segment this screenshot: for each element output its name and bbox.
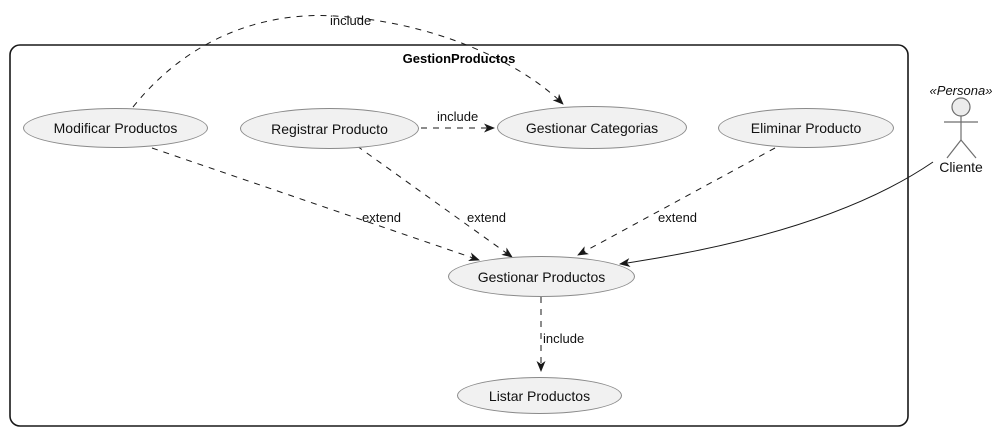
edge-include-modificar-to-categorias	[132, 15, 564, 108]
usecase-label: Registrar Producto	[271, 120, 388, 137]
actor-right-leg	[960, 139, 977, 159]
frame-title: GestionProductos	[402, 51, 516, 66]
usecase-label: Listar Productos	[488, 387, 591, 404]
edge-label-include-listar: include	[543, 331, 585, 346]
usecase-listar-productos: Listar Productos	[457, 377, 622, 414]
edge-label-extend-modificar: extend	[362, 210, 402, 225]
usecase-gestionar-categorias: Gestionar Categorias	[497, 106, 687, 149]
usecase-label: Gestionar Categorias	[525, 119, 659, 136]
usecase-modificar-productos: Modificar Productos	[23, 108, 208, 148]
actor-head	[951, 97, 971, 117]
edge-cliente-to-gestionar	[619, 161, 934, 267]
edge-label-include-arc: include	[330, 13, 372, 28]
edge-extend-eliminar-to-gestionar	[577, 147, 776, 256]
usecase-label: Modificar Productos	[53, 120, 178, 136]
usecase-label: Gestionar Productos	[477, 268, 606, 285]
usecase-gestionar-productos: Gestionar Productos	[448, 256, 635, 297]
edge-label-extend-registrar: extend	[467, 210, 507, 225]
usecase-eliminar-producto: Eliminar Producto	[718, 108, 894, 148]
usecase-label: Eliminar Producto	[750, 120, 862, 136]
usecase-registrar-producto: Registrar Producto	[240, 108, 419, 149]
system-boundary-frame	[9, 44, 909, 427]
actor-figure	[944, 97, 978, 159]
actor-stereotype: «Persona»	[929, 83, 993, 98]
actor-name: Cliente	[939, 159, 983, 175]
edge-label-extend-eliminar: extend	[658, 210, 698, 225]
edge-extend-registrar-to-gestionar	[356, 145, 513, 258]
edge-label-include-registrar: include	[437, 109, 479, 124]
actor-left-leg	[946, 139, 962, 159]
edge-extend-modificar-to-gestionar	[151, 147, 480, 262]
